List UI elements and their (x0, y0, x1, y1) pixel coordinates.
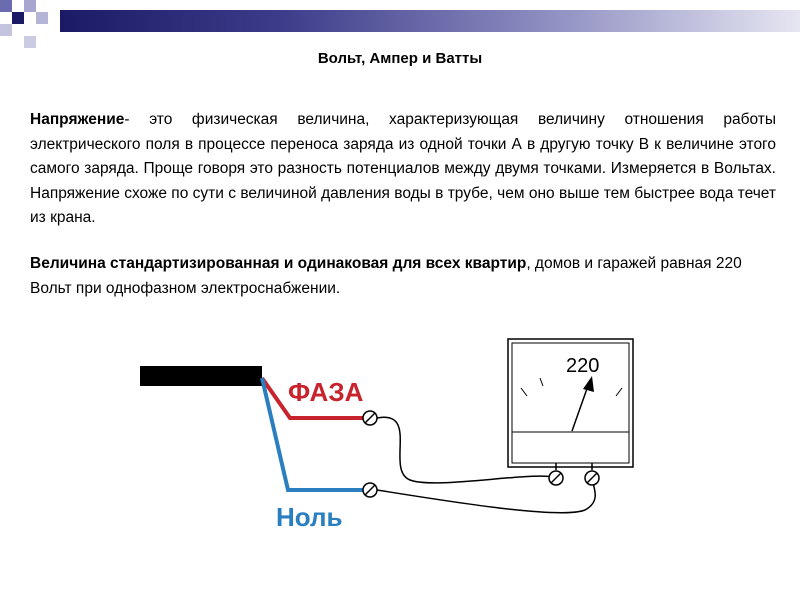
decor-square (36, 12, 48, 24)
cable-end (255, 366, 262, 386)
scale-tick (520, 387, 528, 397)
neutral-terminal (362, 482, 378, 498)
decor-square (12, 12, 24, 24)
probe-lead-phase (376, 416, 557, 484)
decor-square (24, 0, 36, 12)
phase-terminal (362, 410, 378, 426)
slide-title: Вольт, Ампер и Ватты (317, 50, 483, 67)
phase-label: ФАЗА (288, 377, 364, 407)
decor-square (24, 36, 36, 48)
voltage-text: - это физическая величина, характеризующ… (30, 111, 776, 226)
voltmeter-body (507, 338, 634, 468)
voltage-definition: Напряжение- это физическая величина, хар… (30, 108, 776, 231)
neutral-label: Ноль (276, 502, 343, 532)
voltmeter-frame (511, 342, 630, 464)
voltage-term: Напряжение (30, 111, 125, 128)
standard-voltage-note: Величина стандартизированная и одинакова… (30, 252, 776, 301)
standard-voltage-bold: Величина стандартизированная и одинакова… (30, 255, 527, 272)
meter-terminal-left (548, 470, 564, 486)
needle-arrow (583, 376, 594, 392)
decor-square (0, 24, 12, 36)
scale-tick (539, 377, 544, 387)
phase-wire (260, 376, 365, 420)
voltmeter-reading: 220 (566, 355, 599, 377)
scale-tick (615, 387, 623, 397)
header-gradient-bar (60, 10, 800, 32)
decor-square (0, 0, 12, 12)
slide-header-decoration (0, 0, 800, 48)
probe-lead-neutral (376, 479, 596, 514)
voltmeter-needle (571, 382, 590, 432)
meter-terminal-right (584, 470, 600, 486)
standard-voltage-text: , домов и гаражей равная 220 Вольт при о… (30, 255, 742, 297)
neutral-wire (260, 377, 365, 492)
